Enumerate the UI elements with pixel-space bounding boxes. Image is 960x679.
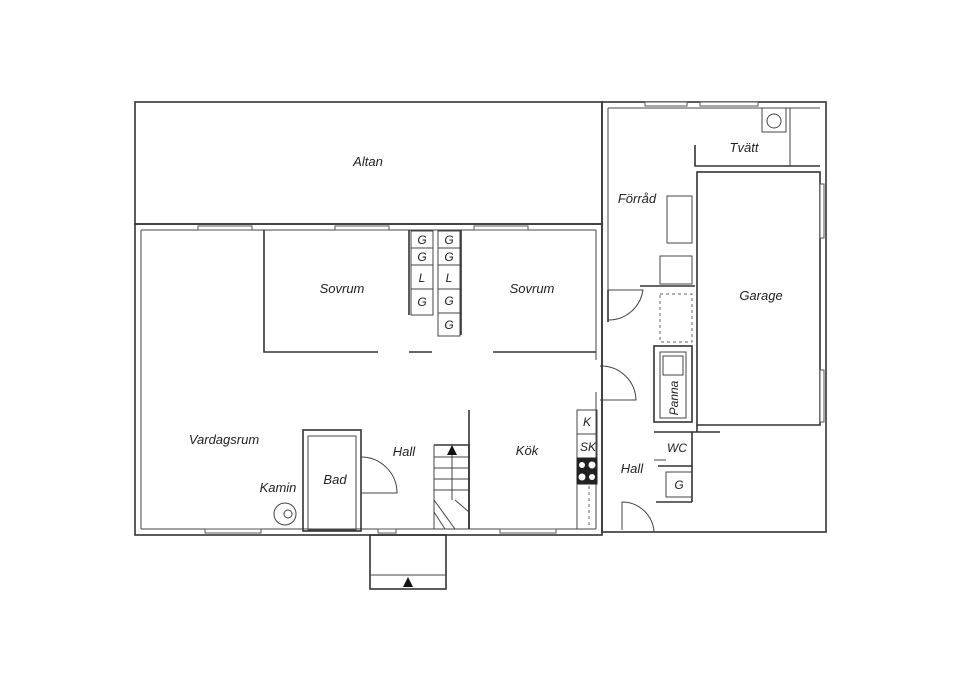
closet-label: G: [444, 233, 453, 247]
sovrum-left-wall: [263, 230, 378, 353]
room-label-tvatt: Tvätt: [730, 140, 760, 155]
closet-label: G: [417, 233, 426, 247]
wc-room: [654, 431, 693, 467]
room-label-forrad: Förråd: [618, 191, 657, 206]
window: [699, 101, 759, 107]
panna-room: [653, 345, 693, 423]
kitchen-counter: [576, 409, 598, 529]
door-swing: [607, 289, 644, 321]
kamin-stove: [273, 502, 297, 526]
fixture-label-g: G: [674, 478, 683, 492]
entrance-arrow-icon: [403, 577, 413, 587]
storage-shelf: [666, 195, 693, 244]
room-label-hall: Hall: [393, 444, 417, 459]
room-label-garage: Garage: [739, 288, 782, 303]
closet-label: G: [444, 250, 453, 264]
closet-label: G: [444, 294, 453, 308]
closet-label: G: [444, 318, 453, 332]
closet-left: [410, 230, 434, 316]
room-label-panna: Panna: [667, 380, 681, 415]
closet-right: [437, 230, 461, 337]
window: [499, 528, 557, 534]
window: [473, 225, 529, 231]
room-label-bad: Bad: [323, 472, 347, 487]
storage-shelf: [659, 255, 693, 285]
entrance-stoop: [369, 534, 447, 590]
room-label-sovrum-right: Sovrum: [510, 281, 555, 296]
room-label-sovrum-left: Sovrum: [320, 281, 365, 296]
window: [197, 225, 253, 231]
appliance-placeholder: [659, 293, 693, 343]
room-label-altan: Altan: [352, 154, 383, 169]
room-label-hall-right: Hall: [621, 461, 645, 476]
label-kamin: Kamin: [260, 480, 297, 495]
window: [204, 528, 262, 534]
door-swing: [360, 456, 398, 494]
room-label-wc: WC: [667, 441, 687, 455]
room-label-vardagsrum: Vardagsrum: [189, 432, 259, 447]
fixture-label-k: K: [583, 415, 592, 429]
window: [819, 369, 825, 423]
window: [334, 225, 390, 231]
bad-room: [302, 429, 362, 532]
window: [644, 101, 688, 107]
closet-label: G: [417, 295, 426, 309]
wash-basin: [761, 107, 787, 133]
stair-arrow-icon: [447, 445, 457, 455]
house-outline: [134, 223, 603, 536]
closet-label: G: [417, 250, 426, 264]
closet-label: L: [446, 271, 453, 285]
front-door: [377, 528, 397, 534]
door-swing: [621, 501, 655, 533]
door-swing: [599, 365, 637, 401]
staircase: [433, 444, 470, 530]
fixture-label-sk: SK: [580, 440, 597, 454]
window: [819, 183, 825, 239]
closet-label: L: [419, 271, 426, 285]
room-label-kok: Kök: [516, 443, 540, 458]
